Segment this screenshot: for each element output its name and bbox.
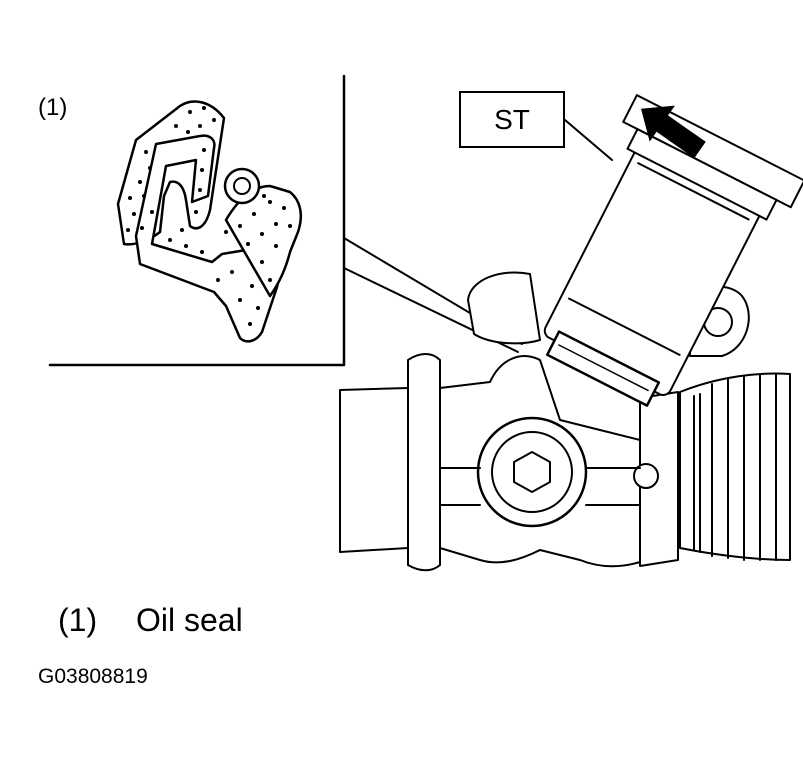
st-label: ST [494, 103, 530, 135]
legend-item-text: Oil seal [136, 602, 243, 638]
legend-item-number: (1) [58, 602, 98, 638]
oil-seal-stipple [126, 106, 292, 326]
hex-bolt-boss [476, 416, 588, 528]
oil-seal-cross-section [116, 100, 302, 343]
rubber-boot [679, 372, 791, 561]
legend: (1) Oil seal [58, 604, 243, 636]
st-callout-box: ST [459, 91, 565, 148]
inset-label: (1) [38, 94, 68, 121]
figure-id: G03808819 [38, 665, 148, 688]
small-knob [633, 463, 659, 489]
arrow-down-left-icon [641, 105, 706, 159]
inset-frame [48, 74, 346, 367]
st-leader-line [564, 119, 613, 161]
